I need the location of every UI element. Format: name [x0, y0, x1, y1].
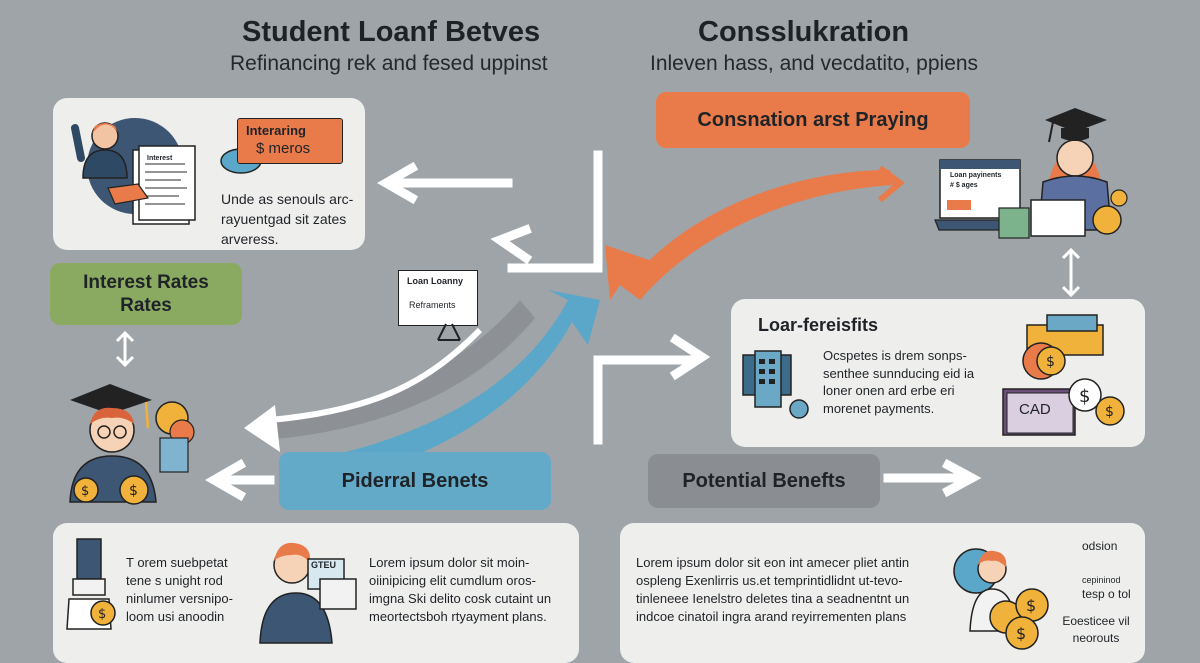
coins-wallet-illustration: $ $ $: [1002, 314, 1125, 436]
doc-label: Interest: [147, 155, 173, 162]
text-line: oiinipicing elit cumdlum oros-: [369, 573, 536, 588]
text-line: Lorem ipsum dolor sit moin-: [369, 555, 530, 570]
person-coins-illustration: $ $: [953, 548, 1049, 650]
side-label-bottom: Eoesticee vil neorouts: [1056, 613, 1136, 647]
text-line: arveress.: [221, 231, 279, 247]
svg-text:$: $: [1046, 354, 1055, 370]
side-label-mid: cepininod tesp o tol: [1082, 573, 1131, 601]
graduation-cap-icon: [1045, 108, 1107, 132]
bottom-left-col1: T orem suebpetat tene s unight rod ninlu…: [126, 554, 233, 626]
badge-line-1: Interaring: [246, 123, 306, 138]
side-label-top: odsion: [1082, 539, 1118, 553]
graduation-cap-icon: [70, 384, 152, 414]
coin-icon: [73, 477, 99, 503]
svg-text:$: $: [1105, 404, 1114, 420]
board-line-1: Loan Loanny: [407, 276, 463, 286]
document-icon: [159, 437, 189, 473]
text-line: Ocspetes is drem sonps-: [823, 348, 967, 363]
side-line: cepininod: [1082, 575, 1121, 585]
cad-label: CAD: [1019, 401, 1051, 418]
svg-text:$: $: [81, 484, 89, 499]
coin-icon: [1092, 205, 1122, 235]
svg-text:$: $: [1079, 386, 1090, 407]
coin-icon: [1036, 346, 1066, 376]
board-line-2: Reframents: [409, 300, 456, 310]
laptop-line: Loan payinents: [950, 172, 1002, 179]
text-line: loom usi anoodin: [126, 609, 225, 624]
graduate-man-illustration: $ $: [69, 384, 195, 505]
text-line: meortectsboh rtyayment plans.: [369, 609, 547, 624]
text-line: loner onen ard erbe eri: [823, 383, 955, 398]
pill-line: Rates: [120, 295, 172, 316]
svg-text:$: $: [1016, 624, 1026, 643]
orange-swoosh: [605, 170, 895, 300]
card-loan-benefits: Loar-fereisfits Ocspetes is drem sonps- …: [731, 299, 1145, 447]
calculator-phone-icon: [742, 350, 809, 419]
text-line: indcoe cinatoil ingra arand reyirremente…: [636, 609, 907, 624]
refinance-text: Unde as senouls arc- rayuentgad sit zate…: [221, 189, 353, 249]
text-line: senthee sunnducing eid ia: [823, 365, 975, 381]
card-refinance: $ Interaring $ meros Interest Unde as se…: [53, 98, 365, 250]
svg-text:$: $: [98, 607, 106, 622]
coin-icon: [1095, 396, 1125, 426]
text-line: T orem suebpetat: [126, 555, 228, 570]
left-subtitle: Refinancing rek and fesed uppinst: [230, 52, 548, 75]
text-line: ospleng Exenlirris us.et temprintidlidnt…: [636, 573, 903, 588]
coin-icon: [1005, 616, 1039, 650]
text-line: morenet payments.: [823, 400, 935, 416]
laptop-text: Loan payinents # $ ages: [950, 171, 1001, 191]
bottom-right-text: Lorem ipsum dolor sit eon int amecer pli…: [636, 554, 909, 626]
side-line: Eoesticee vil: [1062, 614, 1130, 628]
right-title: Consslukration: [698, 16, 910, 48]
benefits-title: Loar-fereisfits: [758, 315, 879, 335]
text-line: Unde as senouls arc-: [221, 191, 354, 207]
double-arrow-left: [115, 330, 135, 368]
coin-icon: [119, 475, 149, 505]
pill-interest-rates: Interest Rates Rates: [50, 263, 242, 325]
side-line: tesp o tol: [1082, 587, 1131, 601]
svg-text:$: $: [1026, 596, 1036, 615]
svg-text:$: $: [129, 483, 138, 499]
document-icon: [319, 578, 357, 610]
pill-consnation: Consnation arst Praying: [656, 92, 970, 148]
loan-board-icon: Loan Loanny Reframents: [398, 270, 478, 326]
double-arrow-right: [1061, 247, 1081, 298]
receipt-icon: [998, 207, 1030, 239]
head: [1056, 139, 1094, 177]
pill-potential-benefits: Potential Benefts: [648, 454, 880, 508]
dollar-icon: [1068, 378, 1102, 412]
left-title: Student Loanf Betves: [242, 16, 541, 48]
sign-label: GTEU: [311, 560, 337, 570]
card-bottom-left: $ T orem suebpetat tene s unight rod nin…: [53, 523, 579, 663]
benefits-text: Ocspetes is drem sonps- senthee sunnduci…: [823, 347, 974, 417]
text-line: tene s unight rod: [126, 573, 223, 588]
pill-piderral-benefits: Piderral Benets: [279, 452, 551, 510]
text-line: ninlumer versnipo-: [126, 591, 233, 606]
man-with-sign-illustration: [259, 542, 357, 644]
coin-icon: [90, 600, 116, 626]
laptop-line: # $ ages: [950, 182, 978, 189]
graduate-laptop-illustration: [934, 108, 1128, 239]
interest-badge: Interaring $ meros: [237, 118, 343, 164]
text-line: Lorem ipsum dolor sit eon int amecer pli…: [636, 555, 910, 570]
gray-swoosh: [260, 300, 535, 440]
easel-stand-icon: [437, 323, 461, 341]
text-line: rayuentgad sit zates: [221, 211, 347, 227]
text-line: tinleneee Ienelstro deletes tina a seadn…: [636, 591, 910, 606]
pill-line: Interest Rates: [83, 272, 209, 293]
side-line: neorouts: [1072, 631, 1120, 645]
badge-line-2: $ meros: [256, 140, 311, 157]
bottom-left-col2: Lorem ipsum dolor sit moin- oiinipicing …: [369, 554, 551, 626]
white-bracket-arrows: [204, 150, 982, 502]
text-line: imgna Ski delito cosk cutaint un: [369, 591, 552, 606]
card-bottom-right: Lorem ipsum dolor sit eon int amecer pli…: [620, 523, 1145, 663]
chef-figure-icon: $: [66, 538, 116, 630]
right-subtitle: Inleven hass, and vecdatito, ppiens: [650, 52, 979, 75]
